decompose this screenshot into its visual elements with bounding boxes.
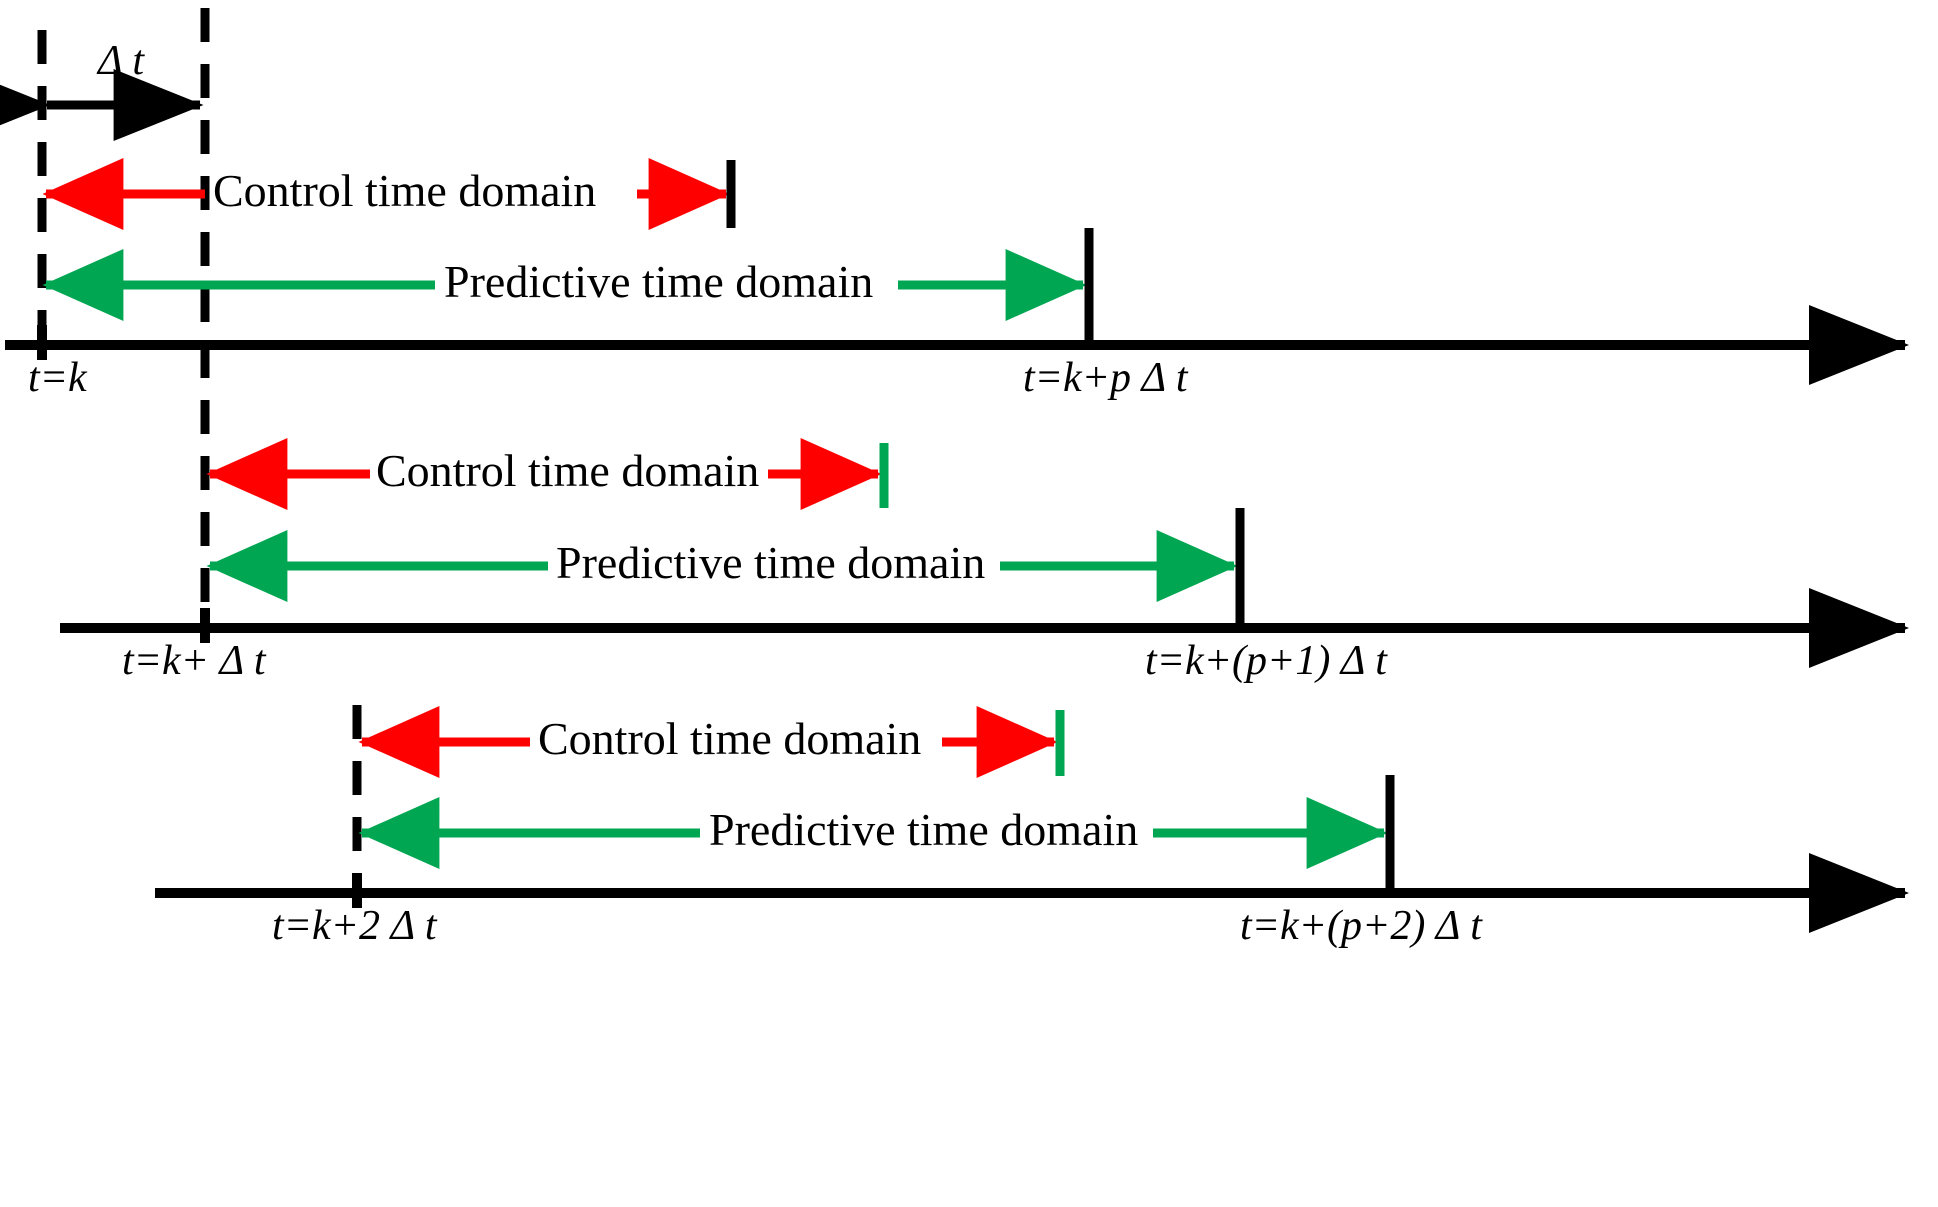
row-1-axis-start-label: t=k: [28, 355, 87, 401]
row-3-group: [155, 705, 1909, 933]
row-1-group: [0, 8, 1909, 640]
row-2-axis-start-label: t=k+ Δ t: [122, 638, 266, 684]
row-1-predictive-time-domain-label: Predictive time domain: [444, 256, 874, 307]
row-2-predictive-time-domain-label: Predictive time domain: [556, 537, 986, 588]
row-2-control-time-domain-label: Control time domain: [376, 445, 760, 496]
row-3-predictive-time-domain-label: Predictive time domain: [709, 804, 1139, 855]
row-2-axis-end-label: t=k+(p+1) Δ t: [1145, 638, 1387, 684]
row-3-control-time-domain-label: Control time domain: [538, 713, 922, 764]
row-2-group: [60, 438, 1909, 668]
row-3-axis-end-label: t=k+(p+2) Δ t: [1240, 903, 1482, 949]
row-1-control-time-domain-label: Control time domain: [213, 165, 597, 216]
row-1-axis-end-label: t=k+p Δ t: [1023, 355, 1188, 401]
delta-t-label: Δ t: [98, 38, 145, 84]
row-3-axis-start-label: t=k+2 Δ t: [272, 903, 437, 949]
